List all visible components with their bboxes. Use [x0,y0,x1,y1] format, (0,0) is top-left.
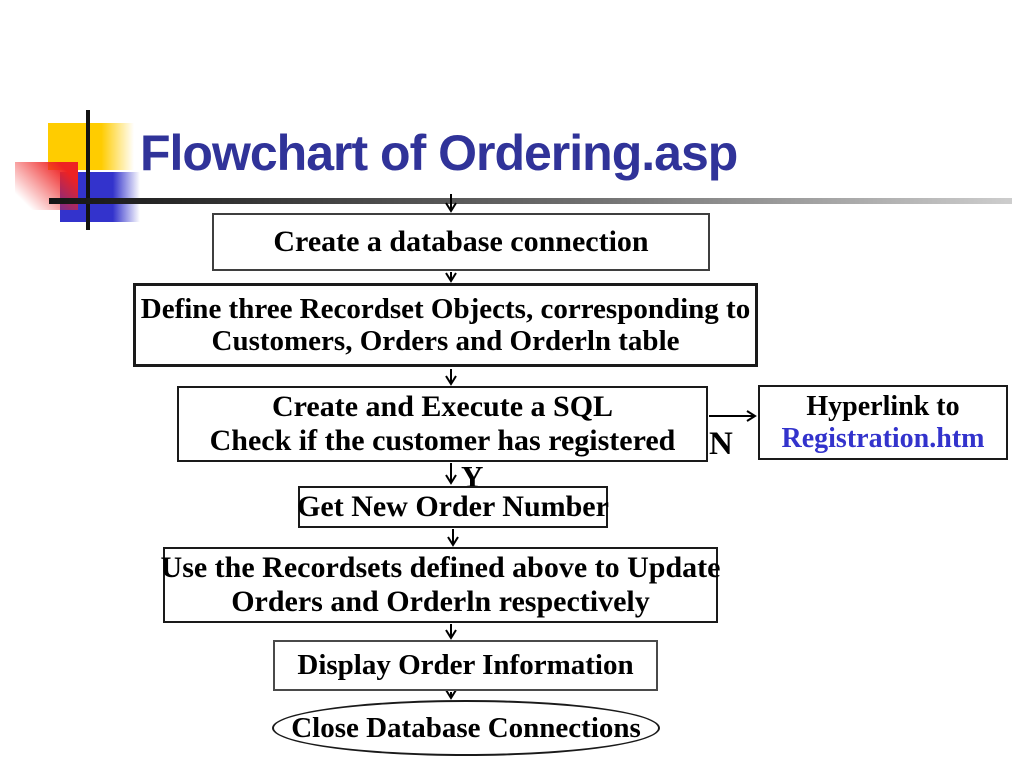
flow-box-define-recordsets: Define three Recordset Objects, correspo… [133,283,758,367]
hyperlink-caption: Hyperlink to [806,391,960,423]
flow-box-label-line1: Use the Recordsets defined above to Upda… [160,551,721,585]
flow-box-label-line2: Check if the customer has registered [209,424,676,457]
flow-box-display-order-info: Display Order Information [273,640,658,691]
flow-box-update-recordsets: Use the Recordsets defined above to Upda… [160,547,721,623]
flow-box-hyperlink-registration: Hyperlink to Registration.htm [758,385,1008,460]
registration-link[interactable]: Registration.htm [781,422,985,454]
flow-terminator-close-connections: Close Database Connections [272,700,660,756]
flow-box-label: Display Order Information [297,649,634,682]
flow-box-create-connection: Create a database connection [212,213,710,271]
branch-label-no: N [709,426,733,462]
flow-box-label-line1: Create and Execute a SQL [271,390,614,424]
page-title: Flowchart of Ordering.asp [140,125,738,181]
flow-box-get-order-number: Get New Order Number [297,486,609,528]
flow-box-label-line2: Orders and Orderln respectively [231,585,650,618]
title-underline-rule [49,198,1012,204]
branch-label-yes: Y [461,459,484,494]
flow-box-label: Get New Order Number [297,490,609,524]
flow-box-label: Close Database Connections [291,711,641,744]
flow-box-label-line1: Define three Recordset Objects, correspo… [140,292,751,325]
flow-box-label-line2: Customers, Orders and Orderln table [211,325,680,357]
flow-box-label: Create a database connection [273,225,649,259]
deco-vertical-line [86,110,90,230]
flow-box-check-registered: Create and Execute a SQL Check if the cu… [177,386,708,462]
